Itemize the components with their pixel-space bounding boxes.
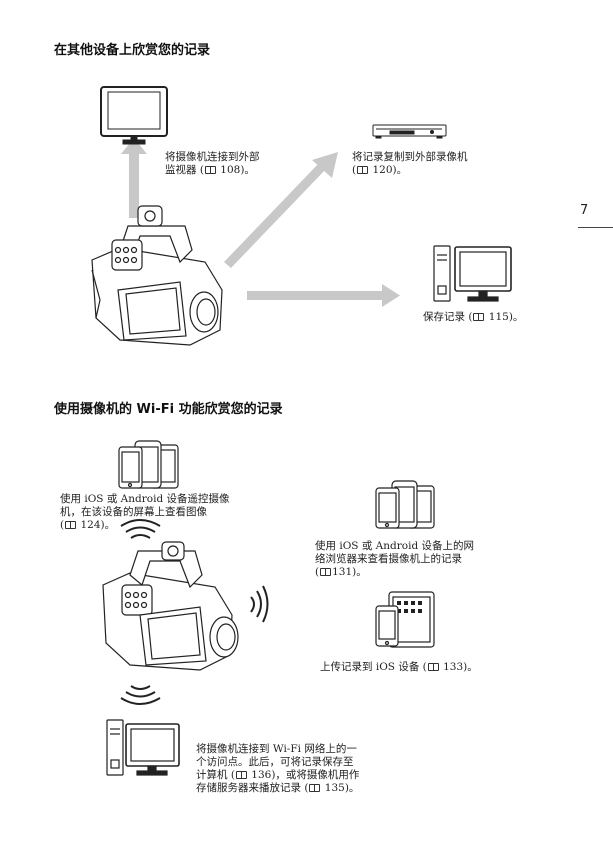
camcorder-icon [91, 205, 223, 346]
section2-title: 使用摄像机的 Wi-Fi 功能欣赏您的记录 [54, 402, 283, 417]
computer-caption: 保存记录 ( 115)。 [423, 311, 524, 323]
upload-caption: 上传记录到 iOS 设备 ( 133)。 [320, 661, 478, 673]
remote-caption: 使用 iOS 或 Android 设备遥控摄像 机，在该设备的屏幕上查看图像 (… [60, 493, 280, 532]
monitor-caption-line1: 将摄像机连接到外部 [165, 151, 260, 163]
page-ref-link[interactable]: 115 [488, 311, 509, 323]
book-icon [473, 313, 485, 321]
monitor-caption-line2: 监视器 ( 108)。 [165, 164, 255, 176]
wifi-waves-bottom [120, 685, 161, 705]
book-icon [320, 568, 332, 576]
smartphones-icon [118, 440, 179, 489]
access-point-caption-line3: 计算机 ( 136)，或将摄像机用作 [196, 769, 360, 781]
remote-caption-line3: ( 124)。 [60, 519, 116, 531]
wifi-waves-right [250, 585, 269, 623]
recorder-icon [372, 124, 447, 139]
tablet-phone-icon [375, 591, 435, 648]
page-ref-link[interactable]: 108 [220, 164, 241, 176]
page-ref-link[interactable]: 120 [372, 164, 393, 176]
wifi-waves-top [120, 519, 161, 539]
page-tab-line [578, 227, 613, 228]
monitor-caption: 将摄像机连接到外部 监视器 ( 108)。 [165, 151, 315, 177]
page-ref-link[interactable]: 131 [332, 566, 353, 578]
arrow-to-recorder [224, 152, 338, 268]
access-point-caption: 将摄像机连接到 Wi-Fi 网络上的一 个访问点。此后，可将记录保存至 计算机 … [196, 743, 426, 795]
browser-caption-line1: 使用 iOS 或 Android 设备上的网 [315, 540, 474, 552]
arrow-up-to-monitor [121, 138, 147, 218]
arrow-to-computer [247, 284, 400, 307]
book-icon [427, 663, 439, 671]
section1-title: 在其他设备上欣赏您的记录 [54, 43, 211, 58]
computer-icon [433, 245, 512, 302]
browser-caption-line2: 络浏览器来查看摄像机上的记录 [315, 553, 462, 565]
book-icon [357, 166, 369, 174]
camcorder-wifi-icon [102, 541, 239, 671]
page-ref-link[interactable]: 133 [443, 661, 464, 673]
browser-caption: 使用 iOS 或 Android 设备上的网 络浏览器来查看摄像机上的记录 (1… [315, 540, 525, 579]
page-ref-link[interactable]: 135 [324, 782, 345, 794]
page-ref-link[interactable]: 124 [80, 519, 101, 531]
book-icon [65, 521, 77, 529]
section1-illustration [91, 86, 512, 346]
book-icon [204, 166, 216, 174]
access-point-caption-line2: 个访问点。此后，可将记录保存至 [196, 756, 354, 768]
smartphones-browser-icon [375, 480, 435, 529]
page-number: 7 [580, 203, 589, 218]
remote-caption-line1: 使用 iOS 或 Android 设备遥控摄像 [60, 493, 230, 505]
access-point-caption-line4: 存储服务器来播放记录 ( 135)。 [196, 782, 360, 794]
recorder-caption: 将记录复制到外部录像机 ( 120)。 [352, 151, 522, 177]
computer-access-point-icon [106, 719, 180, 776]
book-icon [309, 784, 321, 792]
browser-caption-line3: (131)。 [315, 566, 367, 578]
monitor-icon [100, 86, 168, 145]
access-point-caption-line1: 将摄像机连接到 Wi-Fi 网络上的一 [196, 743, 357, 755]
recorder-caption-line2: ( 120)。 [352, 164, 408, 176]
recorder-caption-line1: 将记录复制到外部录像机 [352, 151, 468, 163]
book-icon [235, 771, 247, 779]
remote-caption-line2: 机，在该设备的屏幕上查看图像 [60, 506, 207, 518]
page-ref-link[interactable]: 136 [251, 769, 272, 781]
